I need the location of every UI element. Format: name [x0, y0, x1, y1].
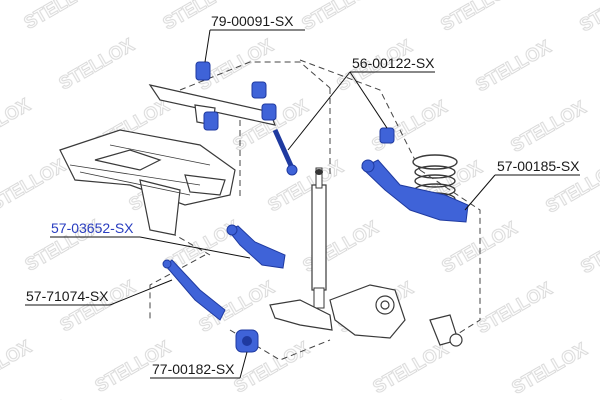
label-77-00182-sx[interactable]: 77-00182-SX	[152, 361, 235, 377]
label-57-00185-sx[interactable]: 57-00185-SX	[497, 158, 580, 174]
label-57-71074-sx[interactable]: 57-71074-SX	[26, 288, 109, 304]
subframe	[59, 84, 276, 236]
label-79-00091-sx[interactable]: 79-00091-SX	[211, 13, 294, 29]
leader-lines	[25, 29, 580, 379]
part-upper-arm[interactable]	[361, 159, 469, 223]
subframe-detail	[69, 144, 211, 196]
part-lower-link[interactable]	[162, 259, 226, 321]
lower-trailing-arm	[269, 299, 333, 331]
knuckle	[329, 284, 463, 347]
label-57-03652-sx[interactable]: 57-03652-SX	[51, 220, 134, 236]
part-camber-arm[interactable]	[226, 224, 286, 269]
part-link-bushings[interactable]	[251, 81, 395, 176]
label-56-00122-sx[interactable]: 56-00122-SX	[352, 55, 435, 71]
part-stabilizer-bushing[interactable]	[195, 61, 219, 131]
part-arm-bushing[interactable]	[235, 329, 259, 353]
shock-absorber	[311, 167, 327, 309]
